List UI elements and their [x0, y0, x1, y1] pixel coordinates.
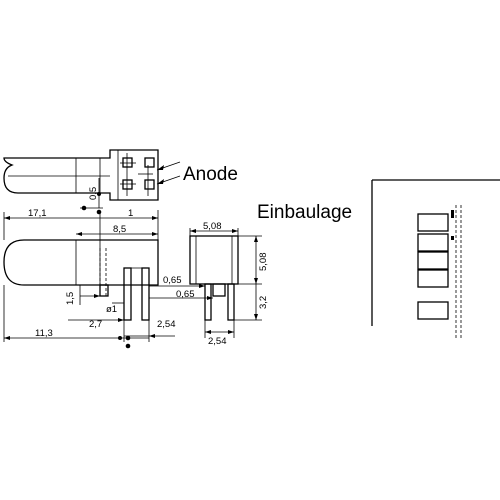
dim-17-1: 17,1 [28, 208, 47, 219]
side-view [3, 210, 159, 321]
einbaulage-panel [371, 179, 500, 340]
dim-5-08-top: 5,08 [203, 221, 222, 232]
dim-8-5: 8,5 [113, 224, 126, 235]
anode-label: Anode [183, 164, 238, 185]
dim-1-5: 1,5 [65, 292, 76, 305]
dimension-lines [3, 212, 262, 349]
dim-0-65-a: 0,65 [163, 275, 182, 286]
dim-2-7: 2,7 [89, 319, 102, 330]
front-view [189, 228, 239, 321]
dim-5-08-side: 5,08 [258, 253, 269, 272]
top-view [3, 149, 181, 215]
dim-11-3: 11,3 [35, 328, 53, 339]
dim-0-65-b: 0,65 [176, 289, 195, 300]
dim-0-5: 0,5 [88, 187, 99, 200]
dim-2-54-a: 2,54 [157, 319, 176, 330]
dim-1: 1 [128, 208, 133, 219]
einbaulage-label: Einbaulage [257, 202, 352, 223]
dim-3-2: 3,2 [258, 296, 269, 309]
dim-dia-1: ø1 [106, 304, 117, 315]
dim-2-54-b: 2,54 [208, 336, 227, 347]
